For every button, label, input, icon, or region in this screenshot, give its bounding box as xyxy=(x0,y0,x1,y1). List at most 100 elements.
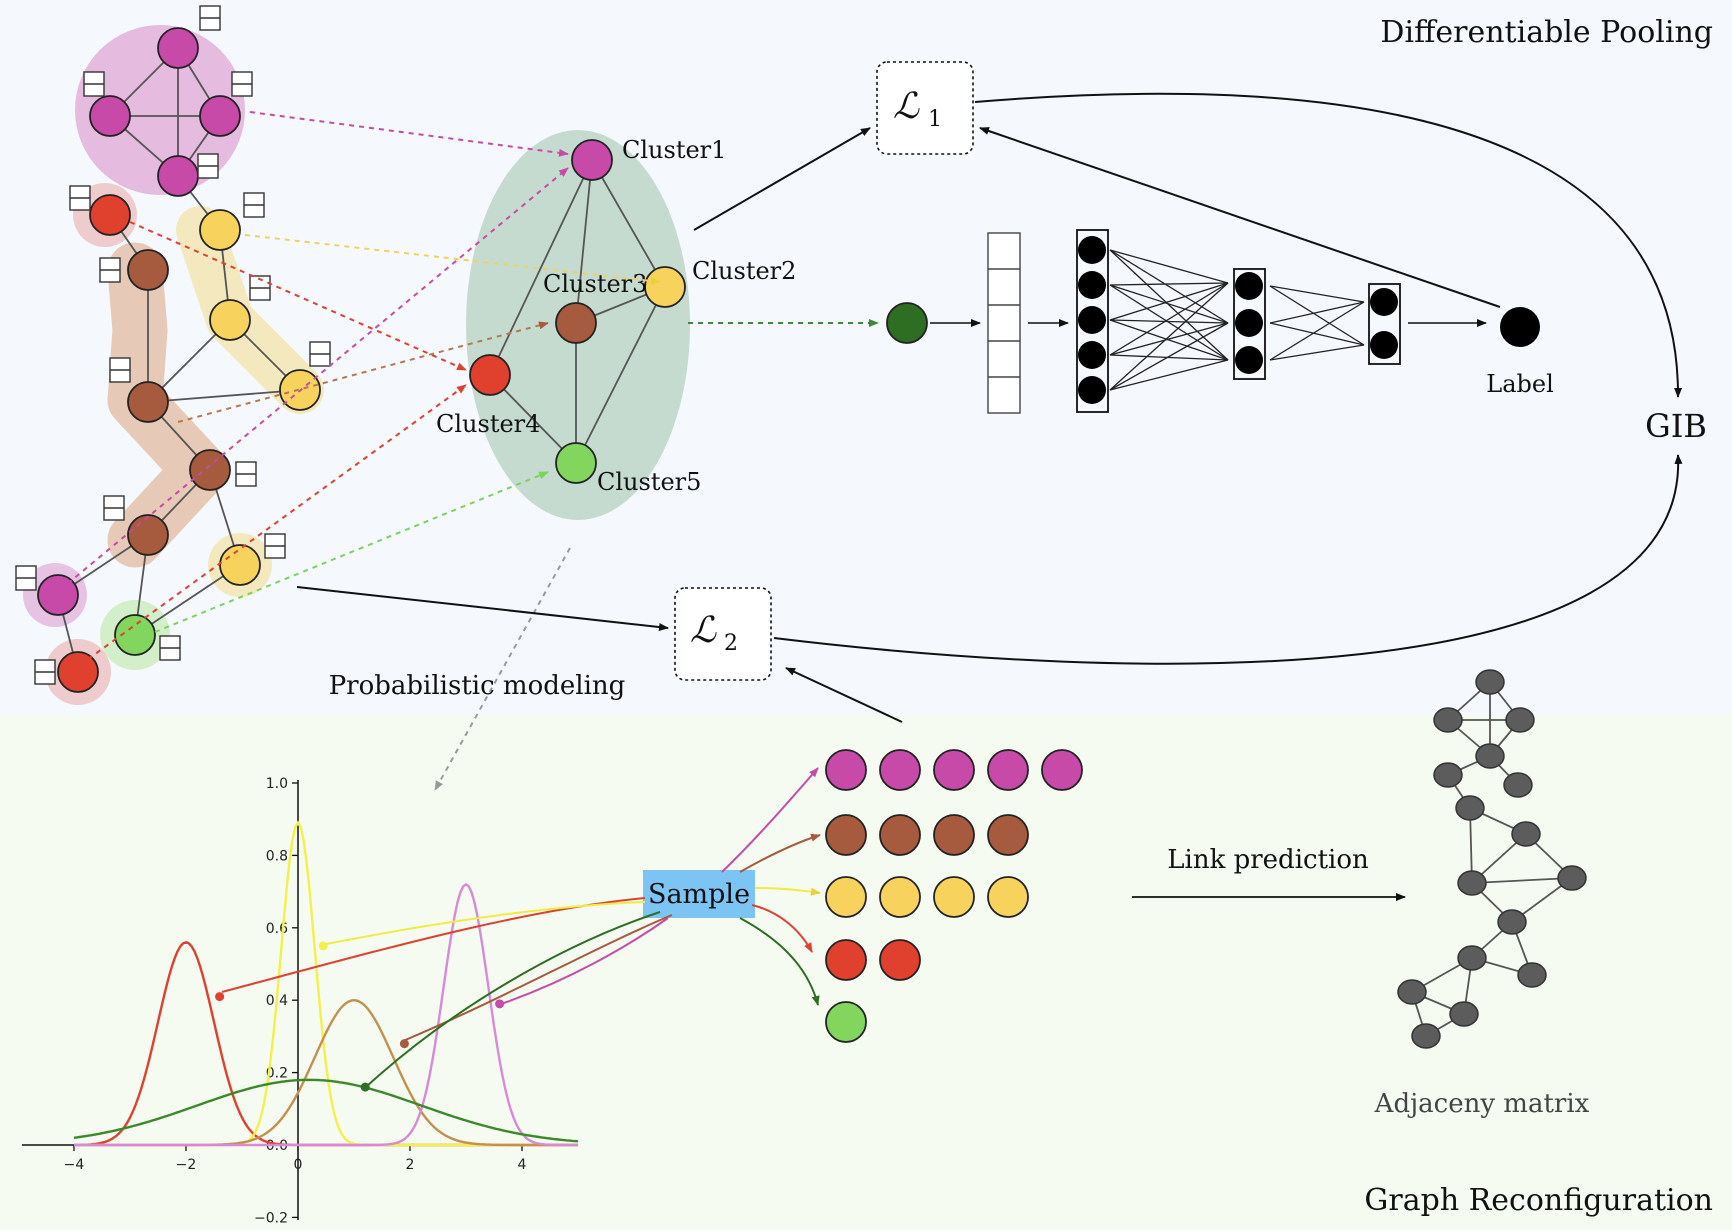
mlp-layer-3 xyxy=(1368,283,1401,365)
node-magenta-1 xyxy=(157,27,199,69)
sampled-node-yellow xyxy=(987,876,1029,918)
density-curve-4 xyxy=(74,882,578,1147)
node-brown-4 xyxy=(127,514,169,556)
cluster3-node xyxy=(555,302,597,344)
feature-box xyxy=(264,533,286,559)
sample-to-rows-arrows xyxy=(721,767,821,1006)
cluster2-label: Cluster2 xyxy=(692,257,796,285)
arrow-label-to-loss1 xyxy=(979,127,1501,308)
node-magenta-3 xyxy=(199,95,241,137)
node-red-2 xyxy=(57,651,99,693)
sampled-node-red xyxy=(825,939,867,981)
density-curve-5 xyxy=(73,1078,579,1143)
feature-box xyxy=(83,71,105,97)
cluster5-label: Cluster5 xyxy=(597,468,701,496)
loss1-box: ℒ 1 xyxy=(876,61,974,155)
loss-arrows xyxy=(296,92,1683,723)
feature-vector xyxy=(987,232,1021,414)
reconstructed-graph xyxy=(1397,669,1587,1049)
pool-arrow-magenta-2 xyxy=(59,167,569,591)
pool-arrow-green xyxy=(154,471,549,633)
pool-arrow-brown xyxy=(177,321,549,423)
pooling-arrows xyxy=(59,111,879,791)
feature-box xyxy=(34,659,56,685)
sample-label: Sample xyxy=(648,879,750,910)
feature-box xyxy=(103,495,125,521)
probabilistic-modeling-label: Probabilistic modeling xyxy=(329,671,626,701)
x-tick-label: 0 xyxy=(294,1157,303,1173)
mlp-connections xyxy=(1109,249,1365,391)
node-magenta-5 xyxy=(37,574,79,616)
sample-arrow-green xyxy=(739,917,820,1006)
y-tick-label: −0.2 xyxy=(254,1210,288,1226)
loss1-subscript: 1 xyxy=(928,107,942,132)
mlp-layer-1 xyxy=(1076,229,1109,413)
node-yellow-1 xyxy=(199,209,241,251)
sampled-nodes xyxy=(825,749,1083,1043)
sample-point xyxy=(318,941,328,951)
x-tick-label: −2 xyxy=(176,1157,197,1173)
cluster4-label: Cluster4 xyxy=(436,410,540,438)
graph-embedding-node xyxy=(886,302,928,344)
arrow-loss1-to-gib xyxy=(974,92,1683,398)
y-tick-label: 0.8 xyxy=(266,848,288,864)
feature-box xyxy=(243,192,265,218)
pool-arrow-magenta-1 xyxy=(249,111,569,157)
loss2-box: ℒ 2 xyxy=(674,587,772,681)
connector-brown xyxy=(402,914,673,1042)
y-tick-label: 0.6 xyxy=(266,921,288,937)
arrow-graph-to-loss2 xyxy=(296,586,669,631)
sampled-node-yellow xyxy=(825,876,867,918)
x-tick-label: −4 xyxy=(64,1157,85,1173)
feature-box xyxy=(109,357,131,383)
sampled-node-yellow xyxy=(879,876,921,918)
feature-box xyxy=(249,275,271,301)
node-magenta-4 xyxy=(157,155,199,197)
sampled-node-brown xyxy=(825,814,867,856)
input-graph-nodes xyxy=(37,27,321,693)
chart-curves xyxy=(73,820,579,1147)
node-magenta-2 xyxy=(89,95,131,137)
label-node xyxy=(1500,307,1540,347)
bottom-panel-background xyxy=(0,715,1732,1230)
sample-arrow-red xyxy=(751,904,813,953)
sampled-node-red xyxy=(879,939,921,981)
sampled-node-magenta xyxy=(825,749,867,791)
sample-connectors xyxy=(221,897,673,1088)
feature-box xyxy=(235,461,257,487)
sample-arrow-brown xyxy=(739,833,821,873)
sampled-node-brown xyxy=(879,814,921,856)
sample-arrow-yellow xyxy=(754,887,821,896)
connector-green xyxy=(365,911,661,1088)
node-brown-2 xyxy=(127,381,169,423)
label-node-text: Label xyxy=(1486,370,1554,398)
magenta-cluster-highlight xyxy=(75,25,245,195)
sampled-node-yellow xyxy=(933,876,975,918)
sampled-node-magenta xyxy=(879,749,921,791)
feature-box xyxy=(99,257,121,283)
mlp-layer-2 xyxy=(1233,268,1266,380)
cluster1-node xyxy=(571,139,613,181)
loss1-symbol: ℒ xyxy=(893,86,920,127)
adjacency-matrix-label: Adjaceny matrix xyxy=(1374,1089,1590,1119)
node-brown-3 xyxy=(189,449,231,491)
probabilistic-modeling-arrow xyxy=(434,547,571,791)
connector-magenta xyxy=(500,917,669,1005)
link-prediction-label: Link prediction xyxy=(1167,845,1369,875)
node-green-1 xyxy=(114,614,156,656)
sampled-node-brown xyxy=(933,814,975,856)
sample-box: Sample xyxy=(643,870,755,918)
arrow-loss2-to-gib xyxy=(773,454,1683,665)
cluster5-node xyxy=(555,442,597,484)
sample-point xyxy=(495,999,505,1009)
loss2-symbol: ℒ xyxy=(690,610,717,651)
sampled-node-magenta xyxy=(933,749,975,791)
sampled-node-magenta xyxy=(987,749,1029,791)
chart-sample-points xyxy=(215,941,505,1092)
sample-point xyxy=(399,1039,409,1049)
node-brown-1 xyxy=(127,249,169,291)
node-feature-boxes xyxy=(15,5,331,685)
cluster4-node xyxy=(469,354,511,396)
pool-arrow-red-1 xyxy=(129,221,467,371)
